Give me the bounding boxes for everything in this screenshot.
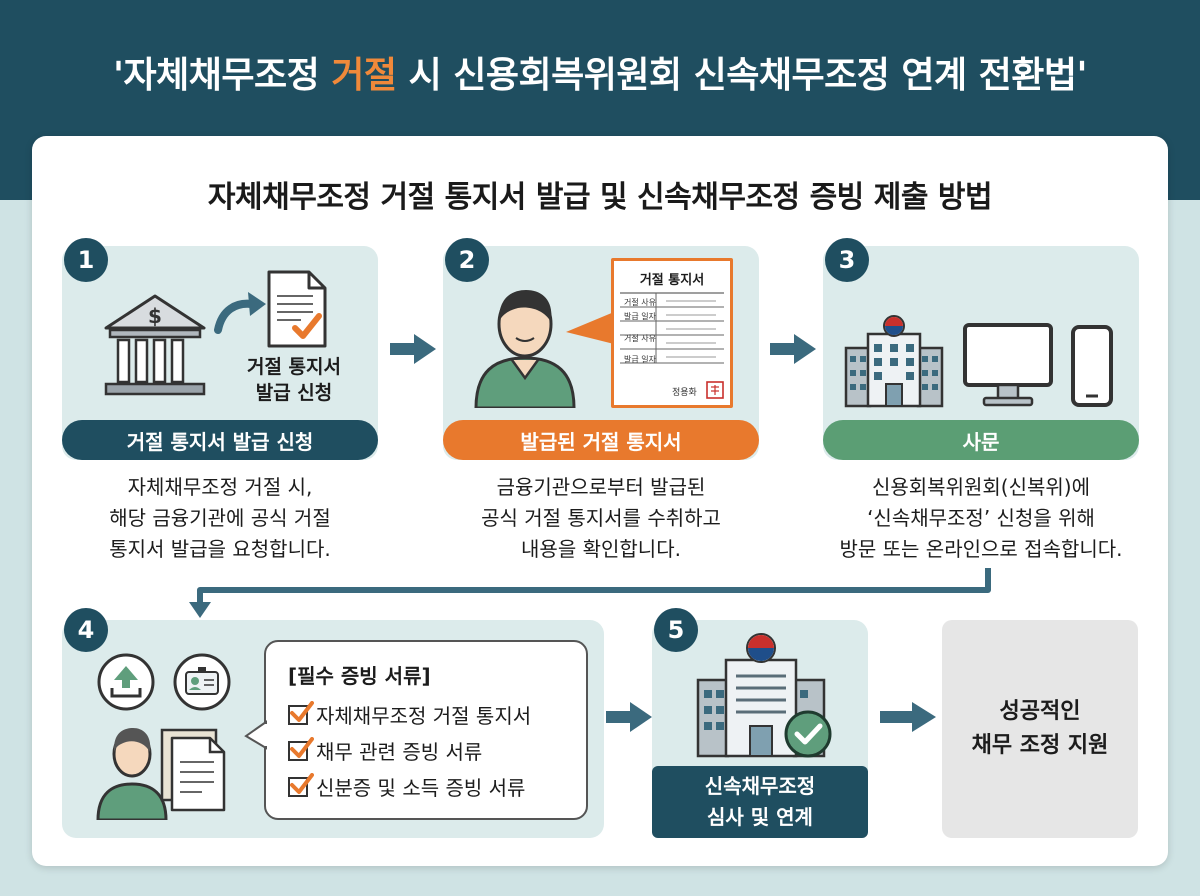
document-signature: 정용화 (672, 388, 697, 398)
speech-pointer-icon (566, 312, 614, 344)
desktop-monitor-icon (963, 323, 1053, 407)
person-icon (474, 290, 576, 408)
document-row-label: 거절 사유 (624, 334, 656, 343)
step-1-description: 자체채무조정 거절 시, 해당 금융기관에 공식 거절 통지서 발급을 요청합니… (109, 475, 331, 561)
document-title: 거절 통지서 (639, 273, 705, 288)
required-document-item: 신분증 및 소득 증빙 서류 (288, 772, 525, 801)
step-3-badge: 3 (825, 238, 869, 282)
rejection-notice-document: 거절 통지서 거절 사유 발급 일자 거절 사유 발급 일자 정용화 (611, 258, 733, 408)
checkbox-checked-icon (288, 700, 314, 725)
final-outcome-line: 성공적인 (999, 699, 1081, 724)
section-subtitle: 자체채무조정 거절 통지서 발급 및 신속채무조정 증빙 제출 방법 (207, 180, 993, 215)
arrow-right-icon (880, 702, 936, 732)
document-form-lines (620, 292, 724, 364)
bank-icon: $ (104, 294, 206, 396)
approved-building-icon (696, 633, 832, 758)
curved-arrow-icon (214, 292, 266, 334)
step-4-badge: 4 (64, 608, 108, 652)
arrow-right-icon (770, 334, 816, 364)
speech-pointer-icon (244, 720, 268, 750)
document-row-label: 발급 일자 (624, 312, 656, 321)
required-document-item: 채무 관련 증빙 서류 (288, 736, 482, 765)
step-1-icon-label: 거절 통지서 발급 신청 (246, 356, 341, 404)
step-2-description: 금융기관으로부터 발급된 공식 거절 통지서를 수취하고 내용을 확인합니다. (481, 475, 721, 561)
step-2-badge: 2 (445, 238, 489, 282)
svg-text:$: $ (148, 304, 162, 328)
seal-stamp-icon (706, 381, 724, 399)
document-row-label: 발급 일자 (624, 355, 656, 364)
checkbox-checked-icon (288, 736, 314, 761)
flow-connector-arrow (189, 568, 991, 618)
step-2-label-bar: 발급된 거절 통지서 (443, 420, 759, 460)
title-highlight: 거절 (331, 55, 397, 96)
required-documents-box: [필수 증빙 서류] 자체채무조정 거절 통지서 채무 관련 증빙 서류 신분증… (264, 640, 588, 820)
step-3-description: 신용회복위원회(신복위)에 ‘신속채무조정’ 신청을 위해 방문 또는 온라인으… (839, 475, 1123, 561)
smartphone-icon (1071, 325, 1113, 407)
government-building-icon (844, 315, 944, 408)
step-5-badge: 5 (654, 608, 698, 652)
step-1-label-bar: 거절 통지서 발급 신청 (62, 420, 378, 460)
step-5-label-bar: 신속채무조정 심사 및 연계 (652, 766, 868, 838)
final-outcome-line: 채무 조정 지원 (971, 733, 1109, 758)
checkbox-checked-icon (288, 772, 314, 797)
page-title: '자체채무조정 거절 시 신용회복위원회 신속채무조정 연계 전환법' (113, 55, 1088, 96)
upload-icon (97, 653, 155, 711)
arrow-right-icon (390, 334, 436, 364)
step-1-badge: 1 (64, 238, 108, 282)
person-with-documents-icon (96, 728, 226, 820)
step-3-label-bar: 사문 (823, 420, 1139, 460)
required-document-item: 자체채무조정 거절 통지서 (288, 700, 531, 729)
arrow-right-icon (606, 702, 652, 732)
id-card-icon (173, 653, 231, 711)
final-outcome-box: 성공적인 채무 조정 지원 (942, 620, 1138, 838)
required-documents-title: [필수 증빙 서류] (288, 664, 431, 688)
document-row-label: 거절 사유 (624, 298, 656, 307)
document-check-icon (267, 270, 327, 348)
